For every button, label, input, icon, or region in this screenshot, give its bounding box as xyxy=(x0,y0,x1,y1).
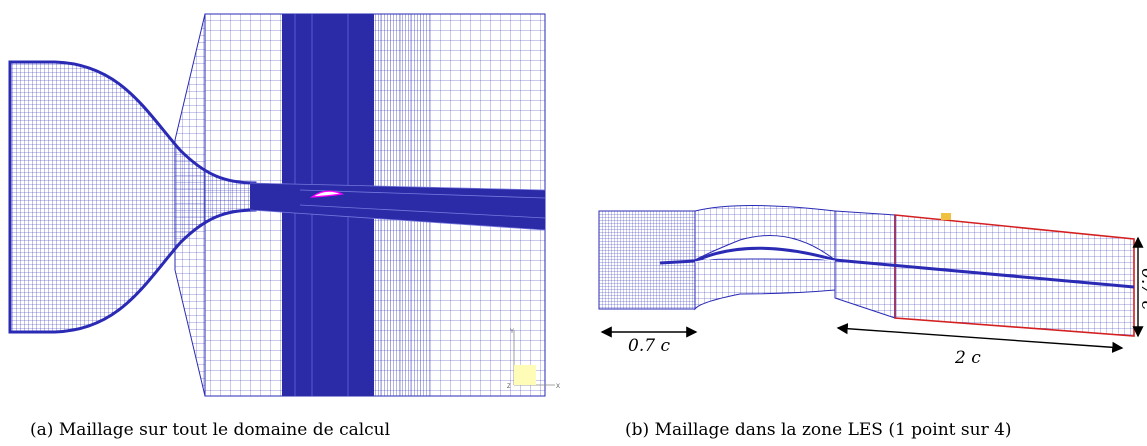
axis-x-label: X xyxy=(556,384,560,390)
les-zone-mesh-image: 0.7 c 2 c 0.7 c xyxy=(598,205,1147,368)
wake-length-arrow xyxy=(836,323,1124,353)
caption-a-text: Maillage sur tout le domaine de calcul xyxy=(58,420,391,440)
height-label: 0.7 c xyxy=(1137,268,1147,310)
axis-y-label: Y xyxy=(510,329,514,335)
upper-passage-block xyxy=(694,205,836,262)
axis-triad: Y X Z xyxy=(507,329,560,390)
lower-passage-block xyxy=(694,258,836,311)
caption-b: (b) Maillage dans la zone LES (1 point s… xyxy=(625,420,1012,440)
axis-z-label: Z xyxy=(507,384,511,390)
inlet-block xyxy=(598,210,696,310)
inlet-length-label: 0.7 c xyxy=(628,336,670,356)
probe-marker xyxy=(941,213,951,220)
airfoil xyxy=(309,190,345,198)
caption-b-text: Maillage dans la zone LES (1 point sur 4… xyxy=(654,420,1012,440)
wake-length-label: 2 c xyxy=(954,348,981,368)
caption-a: (a) Maillage sur tout le domaine de calc… xyxy=(30,420,390,440)
caption-b-tag: (b) xyxy=(625,420,650,440)
full-domain-mesh-image: Y X Z xyxy=(8,13,560,397)
wake-line xyxy=(659,246,1135,289)
caption-a-tag: (a) xyxy=(30,420,54,440)
